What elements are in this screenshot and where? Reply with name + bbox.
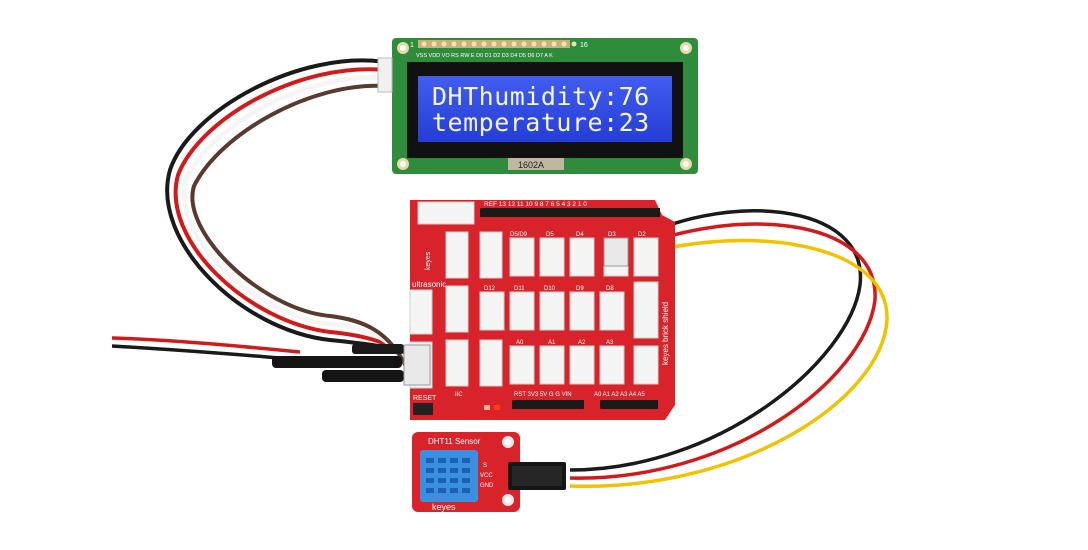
connector-sleeve	[352, 344, 404, 354]
wire-red-dht	[569, 222, 877, 480]
port-label: D4	[576, 232, 584, 238]
port-label: D10	[544, 286, 556, 292]
lcd-line-1: DHThumidity:76	[432, 82, 650, 111]
led-power	[484, 405, 490, 410]
lcd-pin-header	[418, 40, 577, 48]
wire-white-lcd	[181, 75, 412, 370]
shield-bottom-header-left	[512, 400, 584, 409]
wires	[111, 58, 889, 488]
shield-top-header-label: REF 13 12 11 10 9 8 7 6 5 4 3 2 1 0	[484, 201, 587, 208]
port-label: D3	[608, 232, 616, 238]
dht11-module: DHT11 Sensor S VCC GND keyes	[412, 432, 566, 512]
wire-red-left-tail	[111, 336, 301, 354]
port-label: D9	[576, 286, 584, 292]
port-label: A3	[606, 340, 614, 346]
shield-ultrasonic-label: ultrasonic	[412, 280, 446, 289]
port-label: A2	[578, 340, 586, 346]
shield-iic-label: IIC	[455, 392, 463, 398]
port-label: D11	[514, 286, 525, 292]
wire-red-lcd	[173, 67, 412, 362]
wire-black-dht	[569, 209, 863, 472]
port-label: D2	[638, 232, 646, 238]
port-label: D5/D9	[510, 232, 528, 238]
dht11-pin-vcc: VCC	[480, 473, 493, 479]
shield-connector-top	[417, 201, 475, 225]
brick-shield: REF 13 12 11 10 9 8 7 6 5 4 3 2 1 0 RST …	[403, 200, 675, 420]
dht11-brand: keyes	[432, 502, 456, 512]
port-label: D12	[484, 286, 496, 292]
port-label: D5	[546, 232, 554, 238]
lcd-pin-labels: VSS VDD VO RS RW E D0 D1 D2 D3 D4 D5 D6 …	[416, 53, 553, 59]
dht11-pin-gnd: GND	[480, 483, 494, 489]
wire-black-lcd	[165, 58, 411, 354]
lcd-model-label: 1602A	[518, 160, 544, 170]
shield-bottom-right-label: A0 A1 A2 A3 A4 A5	[594, 392, 645, 398]
d2-cable-plug	[603, 237, 629, 267]
lcd-model-plate	[508, 158, 564, 170]
port-label: A0	[516, 340, 524, 346]
shield-bottom-left-label: RST 3V3 5V G G VIN	[514, 392, 572, 398]
lcd-pin-1-label: 1	[410, 42, 414, 49]
lcd-cable-connector	[377, 57, 393, 93]
wire-yellow-dht	[569, 238, 889, 488]
connector-sleeve	[322, 370, 404, 382]
wire-brown-lcd	[190, 83, 412, 377]
shield-top-header	[480, 208, 660, 217]
port-label: A1	[548, 340, 556, 346]
shield-bottom-header-right	[600, 400, 658, 409]
lcd-pin-16-label: 16	[580, 42, 588, 49]
shield-side-connector	[409, 289, 433, 335]
lcd-module: 1 16 VSS VDD VO RS RW E D0 D1 D2 D3 D4 D…	[377, 38, 698, 174]
port-label: D8	[606, 286, 614, 292]
shield-left-plug	[403, 344, 431, 386]
shield-reset-label: RESET	[413, 395, 437, 402]
dht11-housing	[420, 450, 478, 502]
dht11-title: DHT11 Sensor	[428, 437, 481, 446]
shield-brand-logo: keyes	[425, 251, 432, 270]
shield-name-label: keyes brick shield	[661, 302, 670, 365]
dht11-pin-s: S	[483, 463, 487, 469]
reset-button	[413, 403, 433, 415]
connector-sleeve	[272, 356, 402, 368]
lcd-line-2: temperature:23	[432, 108, 650, 137]
dht11-grille	[426, 458, 470, 493]
led-status	[494, 405, 500, 410]
